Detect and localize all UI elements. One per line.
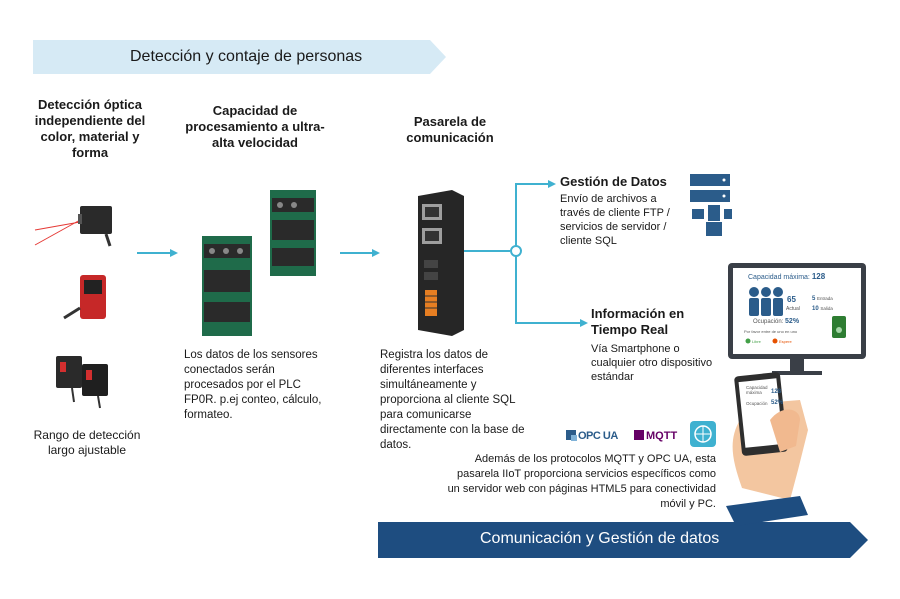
monitor-current-value: 65 xyxy=(787,295,796,304)
phone-occupancy-value: 52% xyxy=(771,400,784,406)
phone-occupancy-label: Ocupación xyxy=(746,401,768,406)
plc-heading: Capacidad de procesamiento a ultra-alta … xyxy=(185,103,325,150)
monitor-out-value: 10 xyxy=(812,306,819,312)
phone-capacity-label: Capacidad máxima xyxy=(746,385,768,395)
monitor-in-value: 5 xyxy=(812,296,816,302)
monitor-status-wait: Espere xyxy=(779,339,792,344)
monitor-in-label: Entrada xyxy=(817,296,833,301)
monitor-door-icon xyxy=(832,316,846,338)
gateway-heading: Pasarela de comunicación xyxy=(406,114,494,145)
gateway-device-icon xyxy=(418,190,464,336)
opc-ua-label: OPC UA xyxy=(578,430,618,442)
bottom-banner-arrow xyxy=(378,522,868,558)
mqtt-label: MQTT xyxy=(646,430,678,442)
monitor-capacity-label: Capacidad máxima: xyxy=(748,274,810,281)
sensors-caption: Rango de detección largo ajustable xyxy=(33,428,141,457)
sensors-heading: Detección óptica independiente del color… xyxy=(34,97,146,160)
thumb-icon xyxy=(770,409,800,452)
monitor-occupancy-value: 52% xyxy=(785,318,800,325)
branch-connector xyxy=(462,183,580,324)
mqtt-logo-icon xyxy=(634,430,644,440)
monitor-current-label: Actual xyxy=(786,306,800,312)
branch-node xyxy=(510,245,522,257)
gateway-caption: Registra los datos de diferentes interfa… xyxy=(380,349,525,451)
monitor-hint: Por favor entre de uno en uno xyxy=(744,329,798,334)
twin-sensor-icon xyxy=(56,356,108,409)
top-banner-arrow xyxy=(33,40,446,74)
branch-arrow-bottom xyxy=(580,319,588,327)
branch-arrow-top xyxy=(548,180,556,188)
monitor-status-ok: Libre xyxy=(752,339,761,344)
web-globe-icon xyxy=(690,421,716,447)
top-banner-title: Detección y contaje de personas xyxy=(130,48,363,65)
realtime-text: Vía Smartphone o cualquier otro disposit… xyxy=(591,343,713,383)
phone-capacity-value: 128 xyxy=(771,389,782,395)
status-ok-dot xyxy=(745,338,751,344)
data-management-text: Envío de archivos a través de cliente FT… xyxy=(560,193,670,247)
status-wait-dot xyxy=(772,338,778,344)
opc-ua-logo-icon xyxy=(566,430,577,441)
plc-module-small-icon xyxy=(270,190,316,276)
flow-arrow-1 xyxy=(137,249,178,257)
monitor-icon xyxy=(728,263,866,375)
monitor-out-label: Salida xyxy=(820,306,833,311)
plc-module-large-icon xyxy=(202,236,252,336)
people-icon xyxy=(749,287,783,316)
smartphone-icon xyxy=(734,372,788,456)
plc-caption: Los datos de los sensores conectados ser… xyxy=(184,349,322,421)
flow-arrow-2 xyxy=(340,249,380,257)
realtime-title: Información en Tiempo Real xyxy=(591,306,685,337)
monitor-capacity-value: 128 xyxy=(811,272,826,281)
laser-sensor-icon xyxy=(34,206,112,247)
bottom-banner-title: Comunicación y Gestión de datos xyxy=(480,530,720,547)
data-management-title: Gestión de Datos xyxy=(560,174,667,189)
server-stack-icon xyxy=(690,174,732,236)
monitor-occupancy-label: Ocupación: xyxy=(753,319,784,325)
cylinder-sensor-icon xyxy=(63,275,106,320)
footer-note: Además de los protocolos MQTT y OPC UA, … xyxy=(447,453,716,510)
